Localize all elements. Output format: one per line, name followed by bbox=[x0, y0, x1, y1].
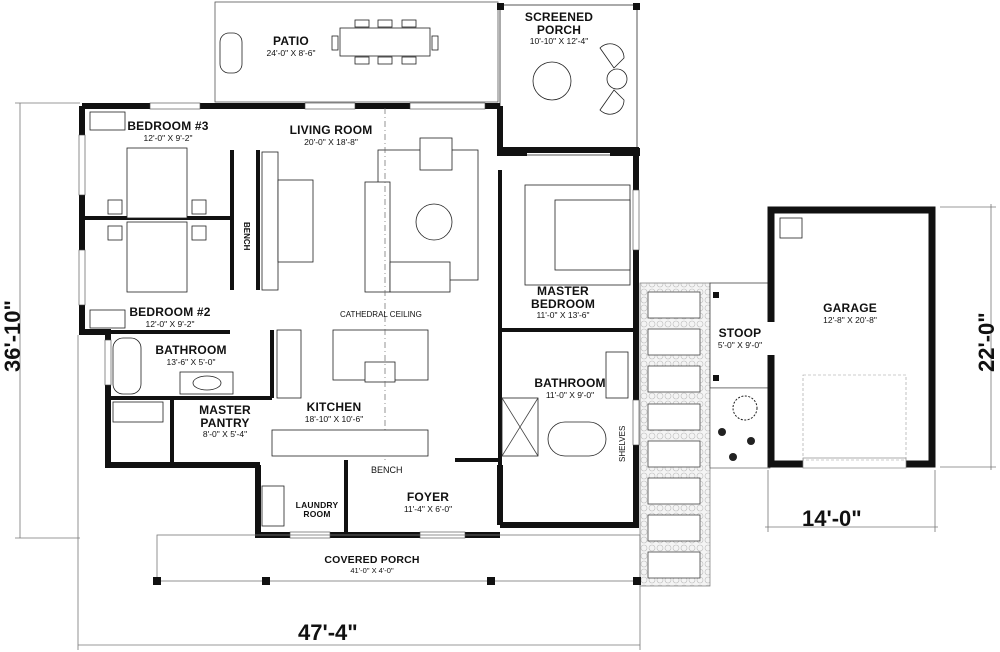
room-label-bedroom-3: BEDROOM #3 12'-0" X 9'-2" bbox=[127, 119, 209, 143]
room-label-master-bedroom: MASTER BEDROOM 11'-0" X 13'-6" bbox=[530, 284, 596, 321]
room-label-kitchen: KITCHEN 18'-10" X 10'-6" bbox=[304, 400, 364, 424]
room-label-patio: PATIO 24'-0" X 8'-6" bbox=[266, 34, 316, 58]
room-label-laundry-room: LAUNDRY ROOM bbox=[295, 500, 339, 519]
shelves-label: SHELVES bbox=[618, 425, 627, 462]
overall-width-dimension: 47'-4" bbox=[298, 620, 358, 645]
bench-label-living: BENCH bbox=[242, 222, 251, 251]
room-label-master-bathroom: BATHROOM 11'-0" X 9'-0" bbox=[534, 376, 606, 400]
bench-label-foyer: BENCH bbox=[371, 465, 403, 475]
interior-walls bbox=[82, 150, 636, 535]
garage-walls bbox=[767, 206, 936, 468]
cathedral-ceiling-note: CATHEDRAL CEILING bbox=[340, 310, 422, 319]
garage-width-dimension: 14'-0" bbox=[802, 506, 862, 531]
garage-depth-dimension: 22'-0" bbox=[974, 312, 999, 372]
room-label-covered-porch: COVERED PORCH 41'-0" X 4'-0" bbox=[324, 554, 420, 576]
room-label-master-pantry: MASTER PANTRY 8'-0" X 5'-4" bbox=[199, 403, 251, 440]
room-label-bedroom-2: BEDROOM #2 12'-0" X 9'-2" bbox=[129, 305, 211, 329]
room-label-garage: GARAGE 12'-8" X 20'-8" bbox=[823, 301, 877, 325]
room-label-screened-porch: SCREENED PORCH 10'-10" X 12'-4" bbox=[524, 10, 594, 47]
room-label-living-room: LIVING ROOM 20'-0" X 18'-8" bbox=[289, 123, 373, 147]
room-label-hall-bathroom: BATHROOM 13'-6" X 5'-0" bbox=[155, 343, 227, 367]
room-label-foyer: FOYER 11'-4" X 6'-0" bbox=[403, 490, 453, 514]
overall-depth-dimension: 36'-10" bbox=[0, 300, 25, 372]
room-label-stoop: STOOP 5'-0" X 9'-0" bbox=[717, 326, 763, 350]
